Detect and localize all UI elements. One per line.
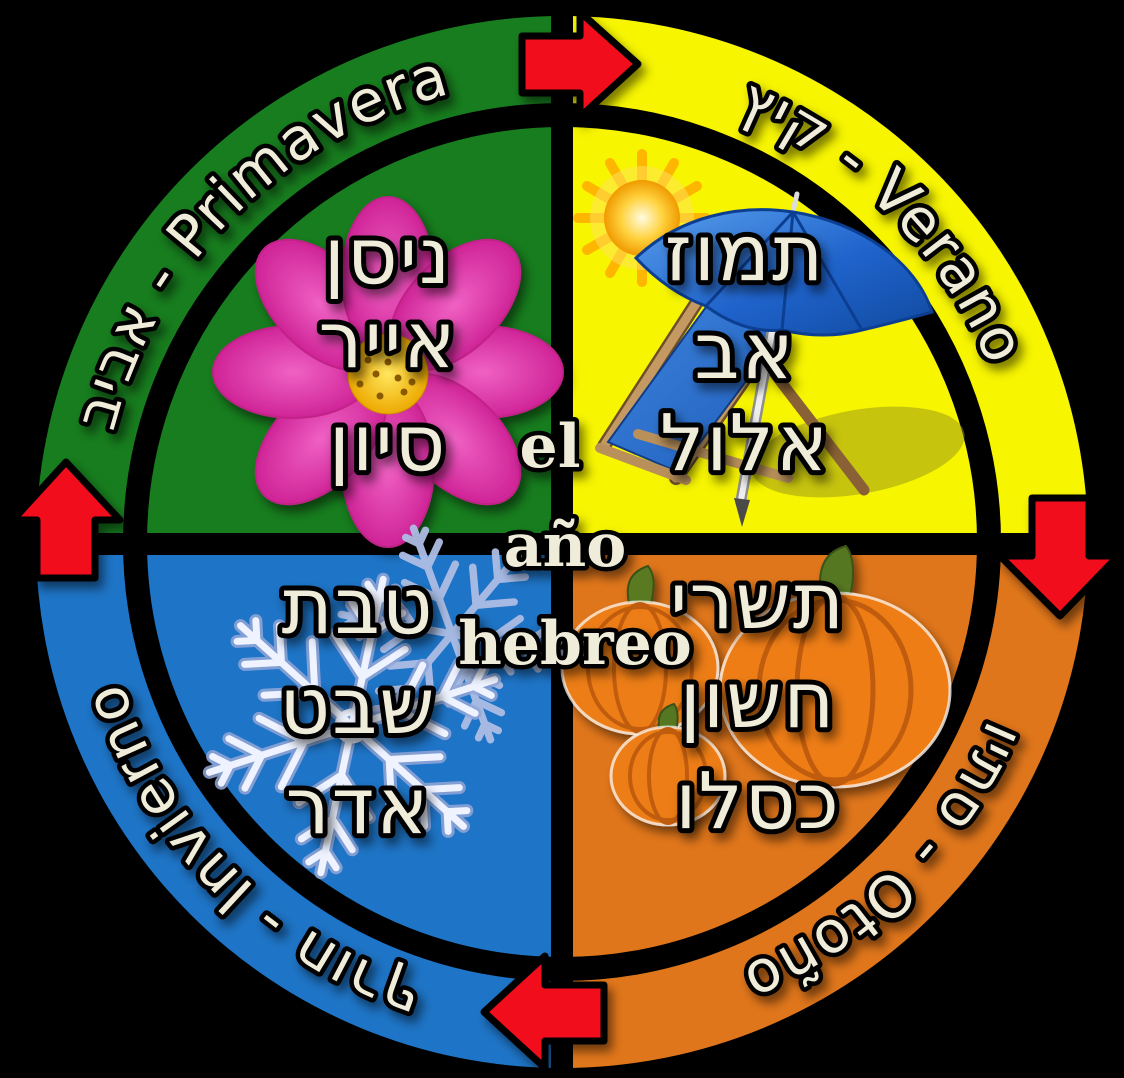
month-tammuz: תמוז [665, 209, 826, 299]
cycle-arrow-left-up-icon [9, 458, 124, 582]
month-av: אב [694, 307, 795, 397]
snowflake-icon [176, 477, 609, 904]
month-kislev: כסלו [675, 757, 840, 847]
horizontal-divider [36, 533, 1088, 555]
center-title-line-hebreo: hebreo [458, 609, 692, 679]
cycle-arrow-top-right-icon [518, 8, 642, 121]
month-iyar: אייר [318, 296, 457, 386]
month-sivan: סיון [329, 399, 448, 489]
center-title-line-el: el [520, 412, 581, 482]
month-adar: אדר [286, 762, 431, 852]
cycle-arrow-right-down-icon [996, 494, 1122, 620]
month-shvat: שבט [280, 662, 437, 752]
pumpkin-medium [560, 564, 720, 736]
pumpkin-large [718, 544, 952, 789]
center-title-line-ano: año [504, 511, 627, 581]
cycle-arrow-bottom-left-icon [480, 952, 608, 1072]
pumpkin-small [609, 702, 727, 827]
flower-icon [212, 196, 564, 548]
beach-shadow [751, 406, 965, 498]
month-cheshvan: חשון [680, 656, 837, 746]
month-tevet: טבת [282, 562, 435, 652]
month-elul: אלול [660, 399, 830, 489]
beach-umbrella-icon [633, 191, 934, 527]
month-tishrei: תשרי [670, 557, 846, 647]
pumpkins-icon [560, 544, 952, 827]
month-nisan: ניסן [324, 212, 453, 302]
